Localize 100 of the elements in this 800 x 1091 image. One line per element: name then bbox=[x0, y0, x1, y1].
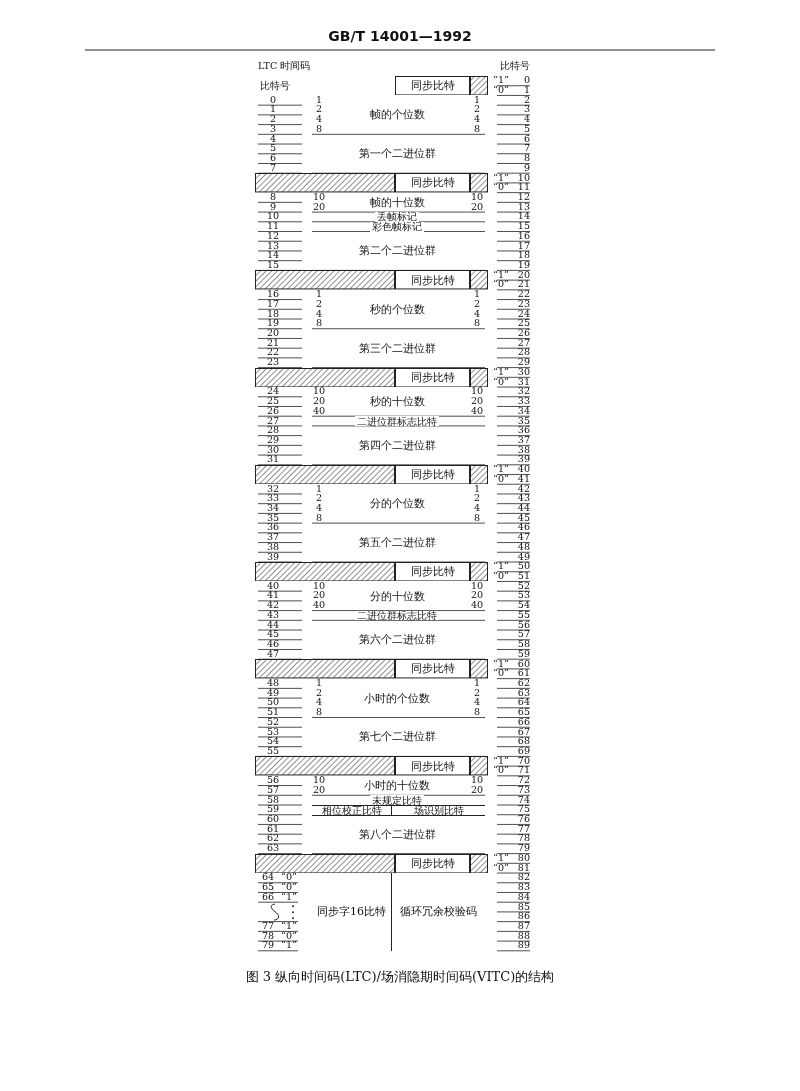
bit-weight: 10 bbox=[469, 387, 485, 396]
bit-number: 24 bbox=[265, 387, 281, 396]
bit-number: 38 bbox=[265, 542, 281, 552]
bit-value: “1” bbox=[493, 756, 510, 766]
bit-value: “1” bbox=[280, 921, 298, 931]
bit-number: 27 bbox=[516, 338, 530, 348]
bit-number: 47 bbox=[265, 649, 281, 659]
bit-number: 20 bbox=[516, 270, 530, 280]
bit-number: 35 bbox=[265, 513, 281, 523]
bit-value: “1” bbox=[493, 853, 510, 863]
bit-number: 44 bbox=[516, 503, 530, 513]
bit-number: 36 bbox=[265, 523, 281, 532]
bit-number: 43 bbox=[265, 610, 281, 620]
bit-number: 34 bbox=[516, 406, 530, 416]
bit-value: “0” bbox=[493, 572, 510, 581]
bit-number: 51 bbox=[516, 572, 530, 581]
bit-number: 10 bbox=[516, 173, 530, 182]
bit-number: 54 bbox=[516, 601, 530, 610]
bit-number: 49 bbox=[265, 688, 281, 698]
bit-number: 55 bbox=[265, 746, 281, 756]
bit-field: 秒的个位数 bbox=[367, 303, 427, 316]
bit-number: 58 bbox=[265, 795, 281, 805]
bit-field: 彩色帧标记 bbox=[370, 221, 424, 232]
bit-field: 相位校正比特 bbox=[312, 805, 392, 816]
bit-number: 34 bbox=[265, 503, 281, 513]
bit-number: 15 bbox=[516, 222, 530, 231]
bit-weight: 10 bbox=[469, 776, 485, 785]
bit-weight: 1 bbox=[472, 678, 482, 688]
bit-number: 2 bbox=[268, 115, 278, 124]
bit-field: 二进位群标志比特 bbox=[355, 610, 439, 621]
bit-number: 17 bbox=[265, 299, 281, 309]
bit-field: 帧的个位数 bbox=[367, 108, 427, 121]
bit-value: “0” bbox=[493, 766, 510, 775]
bit-number: 70 bbox=[516, 756, 530, 766]
bit-number: 9 bbox=[268, 202, 278, 212]
bit-number: 48 bbox=[516, 542, 530, 552]
bit-number: 31 bbox=[265, 455, 281, 464]
bit-value: “1” bbox=[493, 270, 510, 280]
bit-number: 46 bbox=[516, 523, 530, 532]
bit-number: 57 bbox=[516, 630, 530, 639]
bit-weight: 20 bbox=[311, 591, 327, 600]
bit-number: 85 bbox=[516, 902, 530, 911]
bit-number: 25 bbox=[265, 397, 281, 406]
bit-number: 56 bbox=[516, 620, 530, 630]
bit-number: 78 bbox=[260, 931, 276, 941]
bit-value: “0” bbox=[493, 863, 510, 873]
bit-weight: 4 bbox=[472, 698, 482, 707]
bit-weight: 10 bbox=[311, 387, 327, 396]
bit-weight: 40 bbox=[311, 601, 327, 610]
bit-number: 39 bbox=[265, 552, 281, 562]
bit-field: 第四个二进位群 bbox=[356, 439, 438, 452]
bit-number: 42 bbox=[265, 601, 281, 610]
bit-value: “0” bbox=[493, 474, 510, 484]
bit-number: 0 bbox=[268, 95, 278, 105]
bit-value: “1” bbox=[493, 367, 510, 377]
bit-number: 8 bbox=[522, 154, 530, 163]
bit-weight: 1 bbox=[472, 484, 482, 494]
bit-number: 39 bbox=[516, 455, 530, 464]
bit-value: “1” bbox=[493, 76, 510, 85]
bit-value: “0” bbox=[280, 883, 298, 892]
bit-number: 47 bbox=[516, 533, 530, 542]
bit-weight: 1 bbox=[472, 290, 482, 299]
bit-number: 28 bbox=[516, 348, 530, 357]
bit-number: 45 bbox=[265, 630, 281, 639]
bit-weight: 10 bbox=[469, 192, 485, 202]
bit-weight: 2 bbox=[314, 688, 324, 698]
bit-number: 6 bbox=[268, 154, 278, 163]
bit-number: 11 bbox=[516, 183, 530, 192]
bit-number: 40 bbox=[516, 465, 530, 474]
bit-number: 7 bbox=[268, 163, 278, 173]
bit-number: 50 bbox=[265, 698, 281, 707]
bit-number: 36 bbox=[516, 426, 530, 435]
bit-weight: 1 bbox=[314, 95, 324, 105]
bit-weight: 8 bbox=[472, 708, 482, 717]
bit-weight: 4 bbox=[314, 309, 324, 319]
bit-number: 79 bbox=[260, 941, 276, 950]
bit-field: 循环冗余校验码 bbox=[392, 873, 485, 951]
bit-number: 33 bbox=[516, 397, 530, 406]
bit-number: 26 bbox=[265, 406, 281, 416]
bit-number: 81 bbox=[516, 863, 530, 873]
bit-number: 17 bbox=[516, 241, 530, 251]
bit-value: “1” bbox=[493, 562, 510, 571]
bit-number: 32 bbox=[516, 387, 530, 396]
bit-number: 77 bbox=[260, 921, 276, 931]
bit-number: 80 bbox=[516, 853, 530, 863]
bit-value: “0” bbox=[493, 280, 510, 289]
bit-weight: 8 bbox=[472, 124, 482, 134]
bit-number: 40 bbox=[265, 581, 281, 591]
bit-number: 5 bbox=[522, 124, 530, 134]
bit-weight: 20 bbox=[469, 591, 485, 600]
bit-value: “0” bbox=[493, 669, 510, 678]
bit-number: 49 bbox=[516, 552, 530, 562]
bit-number: 13 bbox=[265, 241, 281, 251]
bit-field: 场识别比特 bbox=[392, 805, 485, 816]
bit-field: 同步字16比特 bbox=[312, 873, 392, 951]
bit-number: 4 bbox=[522, 115, 530, 124]
bit-number: 61 bbox=[516, 669, 530, 678]
bit-number: 67 bbox=[516, 727, 530, 737]
bit-number: 68 bbox=[516, 737, 530, 746]
bit-weight: 2 bbox=[314, 494, 324, 503]
